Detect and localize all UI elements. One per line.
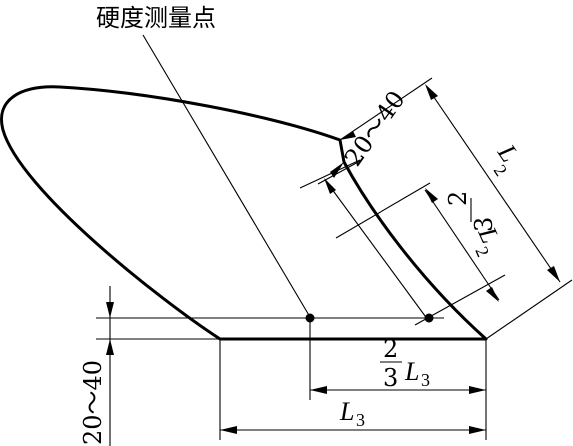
tip-range-label: 20～40 [339, 86, 411, 172]
dim-two-thirds-L3-arrow-right [469, 386, 486, 394]
dim-two-thirds-L2-arrow-inner-top [425, 188, 438, 203]
frac-L3-sub: 3 [421, 370, 430, 390]
frac-L2-sub: 2 [471, 243, 493, 259]
blade-outline [0, 85, 488, 341]
L3-symbol: L [339, 397, 354, 426]
frac-L2-num: 2 [444, 191, 472, 206]
leader-line [142, 34, 311, 318]
L2-ext-top [339, 77, 433, 141]
frac-L3-num: 2 [383, 335, 398, 363]
two-thirds-L2-ext-mid [335, 182, 431, 239]
dim-two-thirds-L2-arrow-inner-bottom [486, 287, 499, 302]
hardness-point-label: 硬度测量点 [96, 4, 216, 32]
L2-ext-bottom [485, 279, 573, 340]
dim-two-thirds-L2 [325, 180, 429, 321]
dim-two-thirds-L3-arrow-left [310, 386, 327, 394]
vert-dim-arrow-up [106, 339, 114, 355]
L3-sub: 3 [356, 410, 365, 430]
dim-L3-arrow-right [469, 426, 486, 434]
vert-dim-label: 20～40 [79, 360, 107, 445]
tip-ext-line [299, 159, 361, 189]
dim-L3-arrow-left [220, 426, 237, 434]
vert-dim-arrow-down [106, 302, 114, 318]
dim-two-thirds-L2-inner [424, 189, 500, 301]
frac-L3-symbol: L [404, 357, 419, 386]
tip-dim-arrow-2 [340, 131, 356, 140]
dim-L2-arrow-top [425, 84, 438, 100]
frac-L3-den: 3 [383, 364, 398, 392]
L2-sub: 2 [490, 161, 512, 180]
dim-L2-arrow-bottom [547, 266, 560, 282]
two-thirds-L2-ext-bottom [414, 274, 506, 326]
dim-two-thirds-L2-arrow-top [324, 178, 336, 194]
tip-dim-arrow [330, 162, 344, 178]
frac-L2-den: 3 [470, 217, 498, 232]
dim-L2 [426, 86, 561, 283]
